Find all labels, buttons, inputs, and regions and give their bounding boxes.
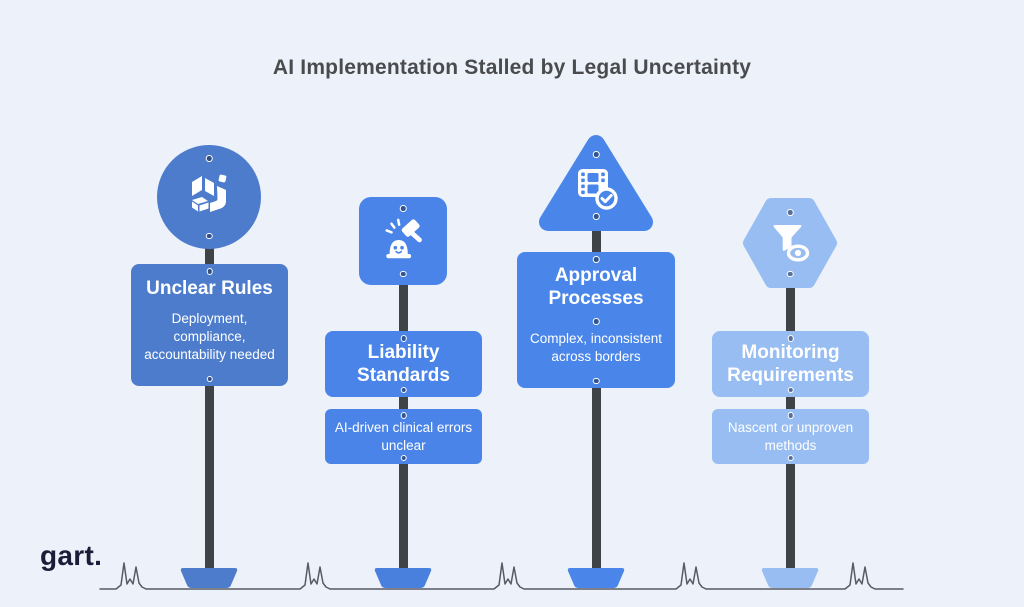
- sign-body: AI-driven clinical errors unclear: [334, 419, 473, 453]
- screw-dot: [400, 335, 407, 342]
- sign-title: Monitoring Requirements: [727, 341, 854, 386]
- screw-dot: [206, 268, 213, 275]
- screw-dot: [592, 318, 600, 325]
- screw-dot: [400, 386, 407, 393]
- screw-dot: [400, 454, 407, 461]
- isometric-cube-logo-icon: [192, 174, 227, 212]
- sign-shape-hexagon: [738, 196, 842, 290]
- screw-dot: [399, 205, 407, 212]
- screw-dot: [786, 209, 794, 216]
- page-title: AI Implementation Stalled by Legal Uncer…: [272, 56, 752, 79]
- screw-dot: [399, 270, 407, 277]
- screw-dot: [400, 412, 407, 419]
- signpost-base: [180, 568, 238, 588]
- sign-subboard-liability: AI-driven clinical errors unclear: [325, 409, 482, 464]
- screw-dot: [787, 412, 794, 419]
- screw-dot: [205, 155, 213, 162]
- sign-title: Liability Standards: [357, 341, 450, 386]
- sign-body: Deployment, compliance, accountability n…: [144, 311, 275, 362]
- sign-board-unclear-rules: Unclear Rules Deployment, compliance, ac…: [131, 264, 288, 386]
- sign-title: Approval Processes: [548, 265, 644, 310]
- signpost-pole: [205, 240, 214, 570]
- brand-logo: gart.: [40, 540, 103, 571]
- sign-board-liability-standards: Liability Standards: [325, 331, 482, 397]
- screw-dot: [786, 270, 794, 277]
- signpost-pole: [592, 222, 601, 570]
- screw-dot: [592, 213, 600, 220]
- sign-shape-circle: [157, 145, 261, 249]
- screw-dot: [592, 377, 600, 384]
- screw-dot: [787, 454, 794, 461]
- sign-body: Complex, inconsistent across borders: [529, 331, 663, 365]
- sign-subboard-monitoring: Nascent or unproven methods: [712, 409, 869, 464]
- sign-board-monitoring-requirements: Monitoring Requirements: [712, 331, 869, 397]
- funnel-eye-icon: [773, 225, 810, 262]
- sign-title: Unclear Rules: [146, 278, 273, 299]
- sign-shape-triangle: [536, 128, 656, 232]
- screw-dot: [787, 386, 794, 393]
- screw-dot: [592, 151, 600, 158]
- gavel-ghost-icon: [385, 218, 422, 259]
- film-check-icon: [578, 169, 618, 210]
- signpost-base: [374, 568, 432, 588]
- screw-dot: [787, 335, 794, 342]
- signpost-base: [567, 568, 625, 588]
- screw-dot: [205, 232, 213, 239]
- sign-shape-square: [359, 197, 447, 285]
- screw-dot: [592, 256, 600, 263]
- screw-dot: [206, 375, 213, 382]
- sign-board-approval-processes: Approval Processes Complex, inconsistent…: [517, 252, 675, 388]
- sign-body: Nascent or unproven methods: [727, 419, 854, 453]
- signpost-base: [761, 568, 819, 588]
